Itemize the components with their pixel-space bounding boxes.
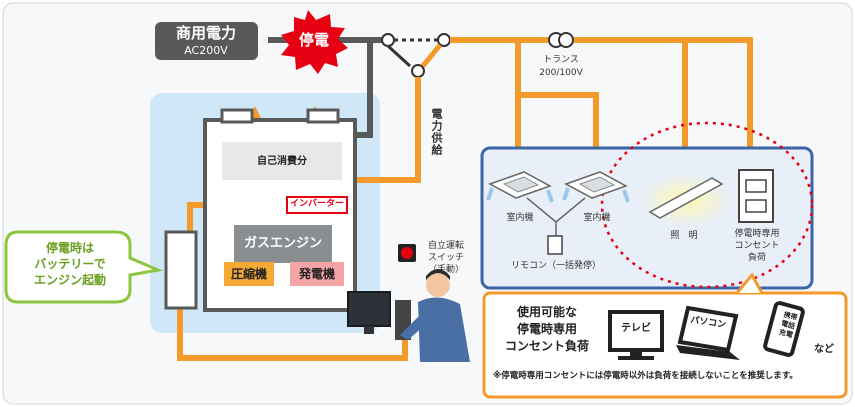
generator-box	[290, 262, 344, 286]
grid-voltage-label: AC200V	[184, 44, 228, 57]
remote-controller	[547, 235, 563, 255]
inverter-box	[286, 196, 348, 214]
switch-closed-arm	[421, 43, 442, 68]
outage-outlet-load-label: 停電時専用 コンセント 負荷	[734, 229, 780, 264]
transformer-voltage-label: 200/100V	[539, 68, 583, 78]
laptop-icon	[677, 305, 739, 353]
etc-label: など	[814, 344, 834, 355]
switch-node-bottom	[411, 64, 425, 78]
switch-arm	[386, 44, 412, 68]
usable-loads-pointer	[735, 272, 764, 294]
inverter-label: インバーター	[289, 199, 345, 209]
battery	[164, 230, 198, 310]
battery-callout	[4, 230, 164, 304]
indoor-unit-2	[562, 171, 630, 203]
grid-power-label: 商用電力	[175, 24, 237, 42]
load-area	[480, 146, 814, 290]
remote-wire	[526, 197, 586, 236]
generator-label: 発電機	[298, 267, 336, 281]
monitor-icon	[347, 291, 391, 327]
remote-label: リモコン（一括発停）	[510, 261, 602, 271]
outlet-socket-1	[745, 179, 767, 193]
grid-power-box	[155, 22, 258, 60]
outage-label: 停電	[298, 31, 330, 49]
battery-callout-text: 停電時は バッテリーで エンジン起動	[33, 241, 106, 288]
usable-loads-box	[482, 291, 848, 399]
phone-icon	[763, 301, 805, 357]
transformer-coil-2	[558, 32, 574, 48]
compressor-box	[224, 262, 274, 286]
person-icon	[400, 269, 470, 362]
usable-loads-title: 使用可能な 停電時専用 コンセント負荷	[504, 305, 589, 353]
indoor-unit-1	[486, 171, 554, 203]
lighting-label: 照 明	[670, 231, 698, 241]
gas-engine-label: ガスエンジン	[243, 236, 323, 251]
power-supply-label: 電力供給	[430, 108, 443, 156]
tv-icon	[608, 310, 664, 352]
outlet-plate	[738, 169, 774, 223]
switch-node-right	[437, 33, 451, 47]
switch-node-left	[381, 33, 395, 47]
standalone-switch-button[interactable]	[401, 247, 413, 259]
compressor-label: 圧縮機	[230, 267, 268, 281]
outage-load-circle	[600, 121, 814, 289]
transformer-label: トランス	[543, 55, 579, 65]
light-fixture	[648, 177, 724, 219]
note-text: ※停電時専用コンセントには停電時以外は負荷を接続しないことを推奨します。	[493, 371, 798, 381]
outlet-socket-2	[745, 199, 767, 213]
tv-label: テレビ	[621, 323, 651, 334]
self-consumption-label: 自己消費分	[257, 156, 307, 167]
indoor-unit-2-label: 室内機	[583, 213, 611, 223]
indoor-unit-1-label: 室内機	[506, 213, 534, 223]
outage-burst	[281, 10, 348, 74]
standalone-switch-label: 自立運転 スイッチ （手動）	[428, 241, 465, 276]
